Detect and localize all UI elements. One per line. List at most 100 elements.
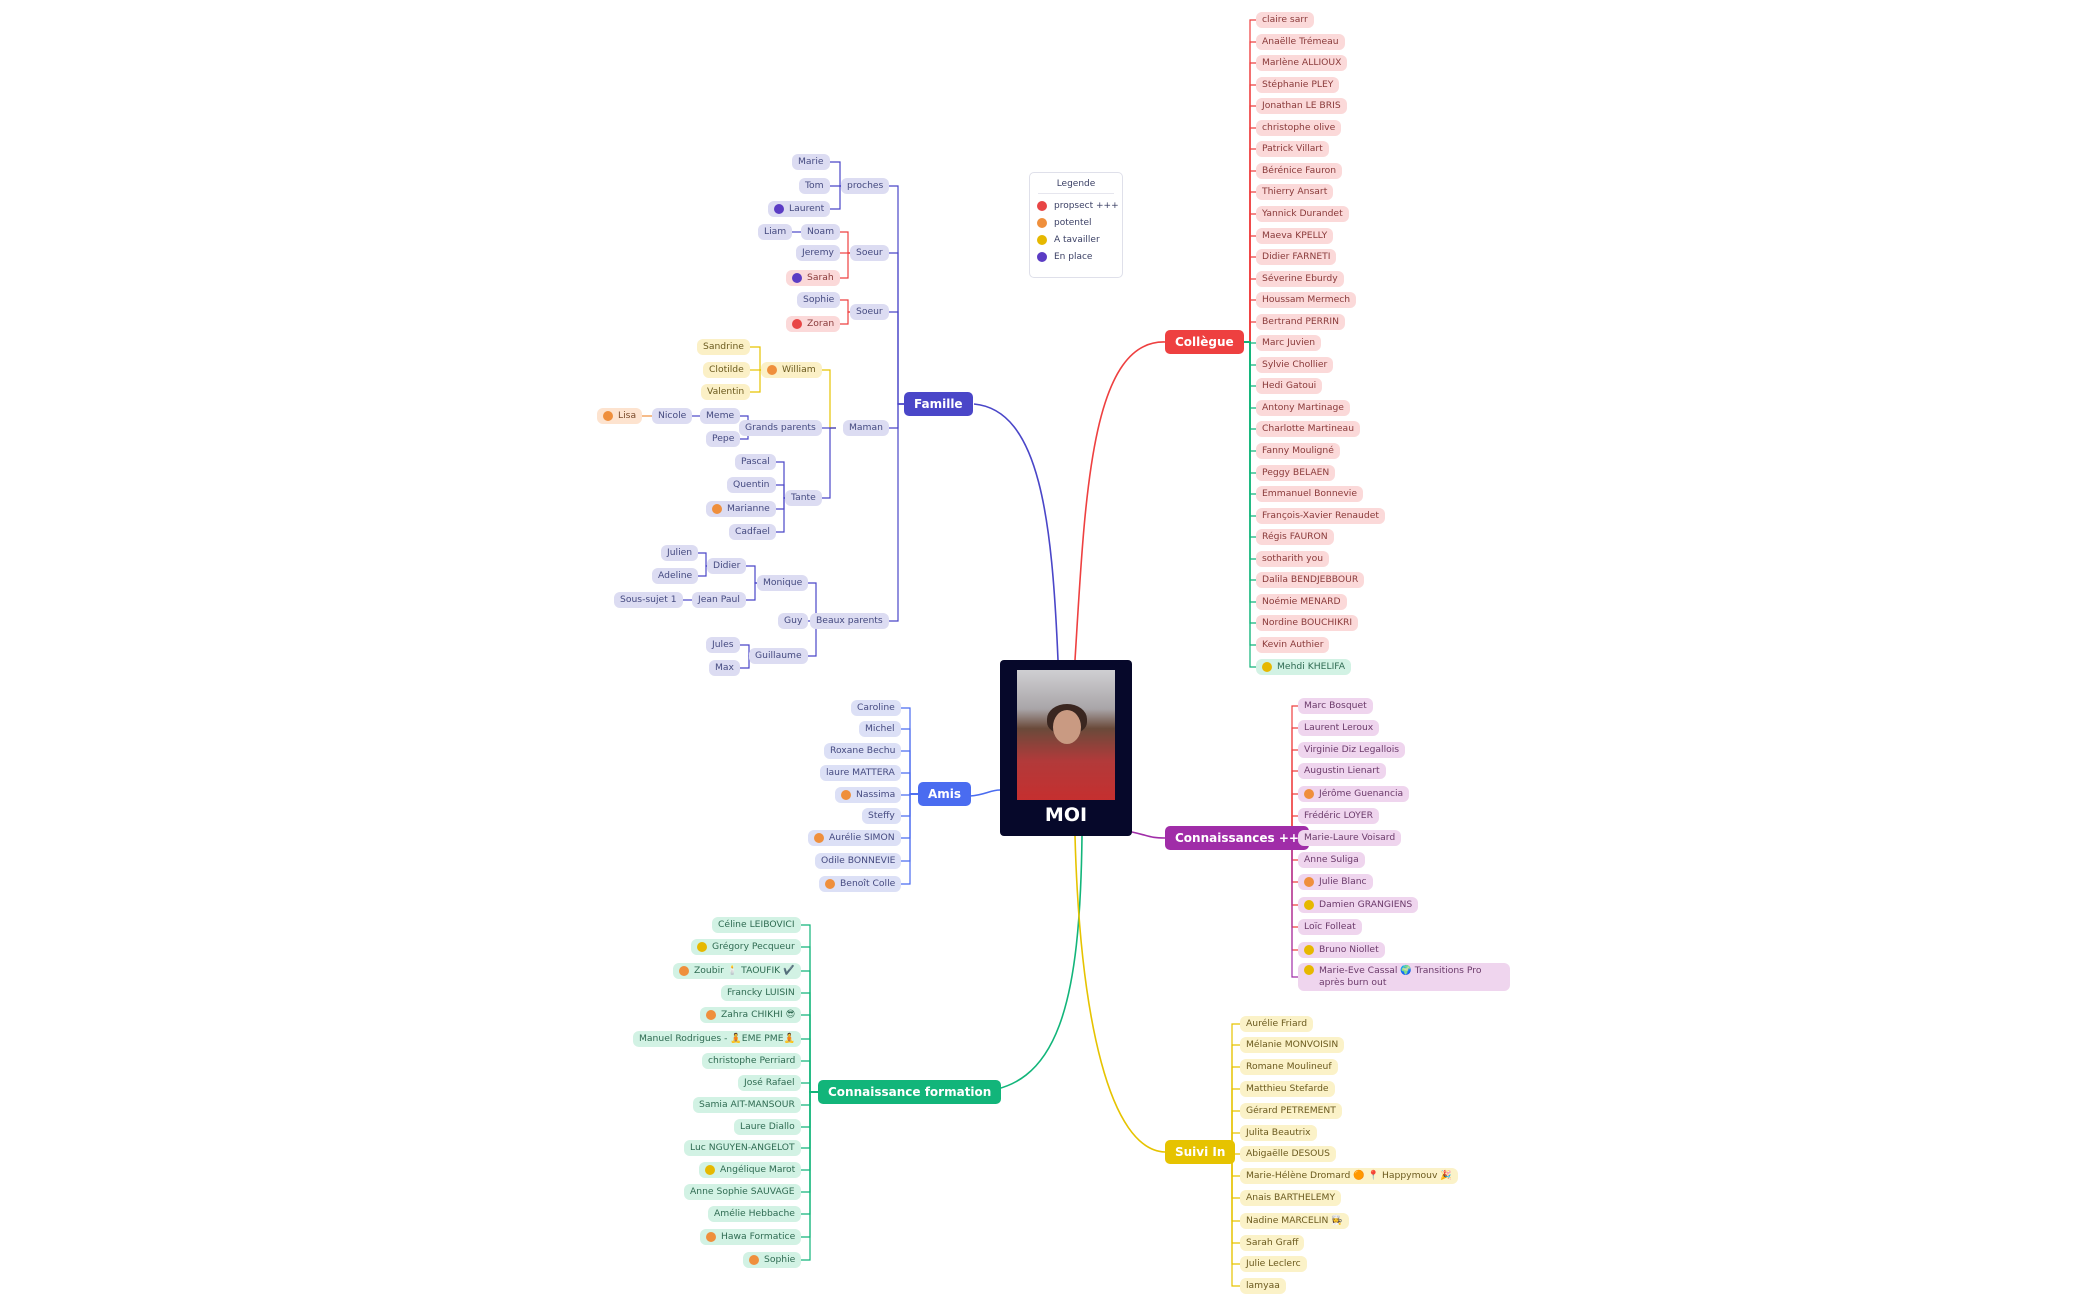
mindmap-node[interactable]: Amélie Hebbache (708, 1206, 801, 1222)
mindmap-node[interactable]: Augustin Lienart (1298, 763, 1386, 779)
mindmap-node[interactable]: Benoît Colle (819, 876, 902, 892)
central-node[interactable]: MOI (1000, 660, 1132, 836)
mindmap-node[interactable]: Michel (859, 721, 901, 737)
mindmap-node[interactable]: Luc NGUYEN-ANGELOT (684, 1140, 801, 1156)
mindmap-node[interactable]: Jérôme Guenancia (1298, 786, 1410, 802)
mindmap-node[interactable]: Jules (706, 637, 740, 653)
mindmap-node[interactable]: Marie-Laure Voisard (1298, 830, 1402, 846)
mindmap-node[interactable]: Steffy (862, 808, 901, 824)
mindmap-node[interactable]: laure MATTERA (820, 765, 901, 781)
mindmap-node[interactable]: Charlotte Martineau (1256, 421, 1361, 437)
mindmap-node[interactable]: Manuel Rodrigues - 🧘EME PME🧘 (633, 1031, 801, 1047)
mindmap-node[interactable]: Julita Beautrix (1240, 1125, 1317, 1141)
mindmap-node[interactable]: Loïc Folleat (1298, 919, 1362, 935)
mindmap-node[interactable]: Patrick Villart (1256, 141, 1329, 157)
mindmap-node[interactable]: Zoran (786, 316, 841, 332)
branch-connaissances-plus[interactable]: Connaissances ++ (1165, 826, 1309, 850)
mindmap-node[interactable]: sotharith you (1256, 551, 1330, 567)
mindmap-node[interactable]: Mélanie MONVOISIN (1240, 1037, 1345, 1053)
branch-suivi-in[interactable]: Suivi In (1165, 1140, 1236, 1164)
mindmap-node[interactable]: William (761, 362, 822, 378)
mindmap-node[interactable]: Soeur (850, 304, 889, 320)
mindmap-node[interactable]: Maman (843, 420, 889, 436)
mindmap-node[interactable]: Sarah Graff (1240, 1235, 1305, 1251)
mindmap-node[interactable]: Jean Paul (692, 592, 746, 608)
mindmap-node[interactable]: Roxane Bechu (824, 743, 902, 759)
mindmap-node[interactable]: Max (709, 660, 740, 676)
mindmap-node[interactable]: Thierry Ansart (1256, 184, 1334, 200)
mindmap-node[interactable]: Marie (792, 154, 830, 170)
mindmap-node[interactable]: Grands parents (739, 420, 822, 436)
mindmap-node[interactable]: Damien GRANGIENS (1298, 897, 1419, 913)
mindmap-node[interactable]: Virginie Diz Legallois (1298, 742, 1406, 758)
branch-connaissance-formation[interactable]: Connaissance formation (818, 1080, 1002, 1104)
mindmap-node[interactable]: claire sarr (1256, 12, 1314, 28)
mindmap-node[interactable]: Meme (700, 408, 741, 424)
mindmap-node[interactable]: Julien (661, 545, 699, 561)
mindmap-node[interactable]: Abigaëlle DESOUS (1240, 1146, 1336, 1162)
mindmap-node[interactable]: Bertrand PERRIN (1256, 314, 1346, 330)
mindmap-node[interactable]: Marc Juvien (1256, 335, 1322, 351)
mindmap-node[interactable]: Nadine MARCELIN 👩‍🍳 (1240, 1213, 1349, 1229)
mindmap-node[interactable]: proches (841, 178, 890, 194)
mindmap-node[interactable]: Bérénice Fauron (1256, 163, 1343, 179)
mindmap-node[interactable]: Guy (778, 613, 809, 629)
mindmap-node[interactable]: Didier (707, 558, 747, 574)
mindmap-node[interactable]: christophe olive (1256, 120, 1342, 136)
mindmap-node[interactable]: Jonathan LE BRIS (1256, 98, 1347, 114)
mindmap-node[interactable]: Nicole (652, 408, 693, 424)
mindmap-node[interactable]: Adeline (652, 568, 699, 584)
mindmap-node[interactable]: Jeremy (796, 245, 840, 261)
mindmap-node[interactable]: Frédéric LOYER (1298, 808, 1379, 824)
mindmap-node[interactable]: Romane Moulineuf (1240, 1059, 1338, 1075)
mindmap-node[interactable]: Laure Diallo (734, 1119, 801, 1135)
mindmap-node[interactable]: Julie Leclerc (1240, 1256, 1307, 1272)
mindmap-node[interactable]: Didier FARNETI (1256, 249, 1337, 265)
mindmap-node[interactable]: Marianne (706, 501, 776, 517)
mindmap-node[interactable]: Anne Suliga (1298, 852, 1365, 868)
mindmap-node[interactable]: Antony Martinage (1256, 400, 1350, 416)
mindmap-node[interactable]: Sylvie Chollier (1256, 357, 1334, 373)
mindmap-node[interactable]: Aurélie Friard (1240, 1016, 1314, 1032)
branch-famille[interactable]: Famille (904, 392, 973, 416)
mindmap-node[interactable]: Odile BONNEVIE (815, 853, 902, 869)
branch-amis[interactable]: Amis (918, 782, 972, 806)
mindmap-node[interactable]: Nordine BOUCHIKRI (1256, 615, 1359, 631)
mindmap-node[interactable]: Sarah (786, 270, 840, 286)
mindmap-node[interactable]: Mehdi KHELIFA (1256, 659, 1351, 675)
mindmap-node[interactable]: Francky LUISIN (721, 985, 801, 1001)
mindmap-node[interactable]: Marie-Hélène Dromard 🟠 📍 Happymouv 🎉 (1240, 1168, 1458, 1184)
mindmap-node[interactable]: Maeva KPELLY (1256, 228, 1334, 244)
mindmap-node[interactable]: Tante (785, 490, 822, 506)
mindmap-node[interactable]: Julie Blanc (1298, 874, 1373, 890)
mindmap-node[interactable]: Séverine Eburdy (1256, 271, 1344, 287)
mindmap-node[interactable]: Samia AIT-MANSOUR (693, 1097, 801, 1113)
mindmap-node[interactable]: Sophie (797, 292, 841, 308)
mindmap-node[interactable]: Laurent Leroux (1298, 720, 1380, 736)
mindmap-node[interactable]: José Rafael (738, 1075, 801, 1091)
mindmap-node[interactable]: christophe Perriard (702, 1053, 802, 1069)
mindmap-node[interactable]: Liam (758, 224, 793, 240)
mindmap-node[interactable]: Pascal (735, 454, 776, 470)
mindmap-node[interactable]: Pepe (706, 431, 741, 447)
mindmap-node[interactable]: Quentin (727, 477, 776, 493)
mindmap-node[interactable]: Dalila BENDJEBBOUR (1256, 572, 1365, 588)
mindmap-node[interactable]: Sandrine (697, 339, 750, 355)
mindmap-node[interactable]: Anaëlle Trémeau (1256, 34, 1345, 50)
mindmap-node[interactable]: Kevin Authier (1256, 637, 1330, 653)
mindmap-node[interactable]: Caroline (851, 700, 901, 716)
mindmap-node[interactable]: Emmanuel Bonnevie (1256, 486, 1363, 502)
mindmap-node[interactable]: Anais BARTHELEMY (1240, 1190, 1342, 1206)
branch-collegue[interactable]: Collègue (1165, 330, 1244, 354)
mindmap-node[interactable]: Fanny Mouligné (1256, 443, 1340, 459)
mindmap-node[interactable]: Anne Sophie SAUVAGE (684, 1184, 801, 1200)
mindmap-node[interactable]: Lisa (597, 408, 643, 424)
mindmap-node[interactable]: Sous-sujet 1 (614, 592, 683, 608)
mindmap-node[interactable]: Tom (799, 178, 830, 194)
mindmap-node[interactable]: Valentin (701, 384, 751, 400)
mindmap-node[interactable]: Sophie (743, 1252, 802, 1268)
mindmap-node[interactable]: Céline LEIBOVICI (712, 917, 801, 933)
mindmap-node[interactable]: Angélique Marot (699, 1162, 802, 1178)
mindmap-node[interactable]: Noam (801, 224, 841, 240)
mindmap-node[interactable]: Clotilde (703, 362, 750, 378)
